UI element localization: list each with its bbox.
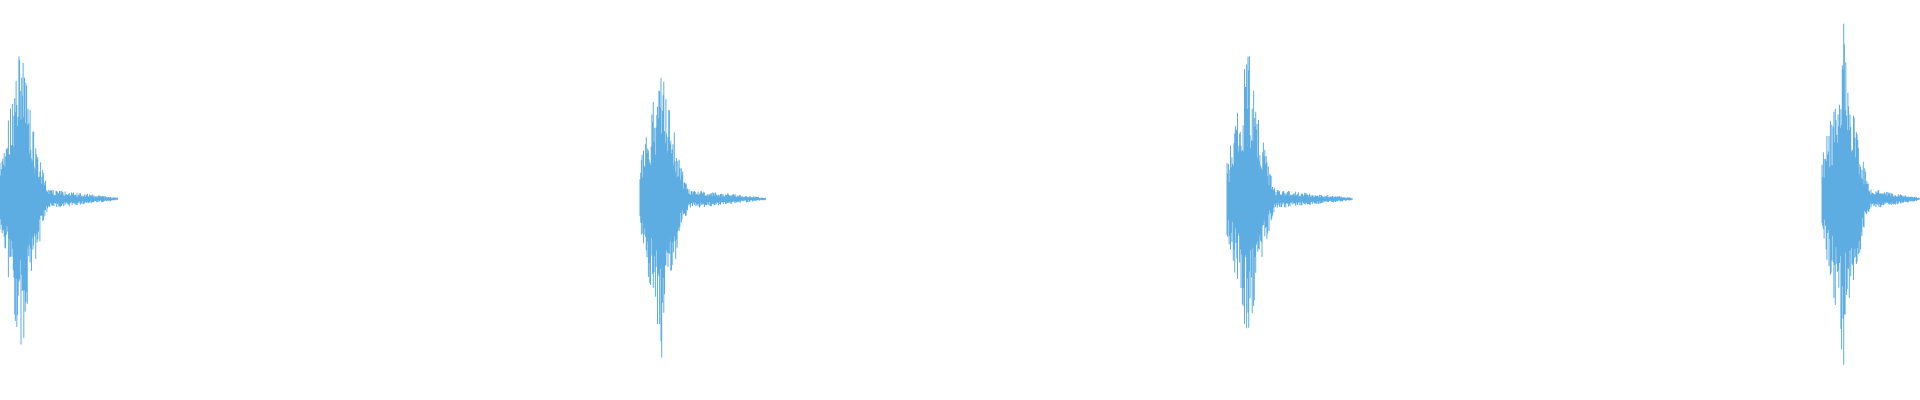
waveform-core: [1826, 144, 1864, 254]
burst-1: [0, 56, 119, 345]
burst-4: [1821, 23, 1920, 365]
waveform-core: [644, 147, 682, 251]
burst-2: [639, 77, 766, 358]
waveform-core: [1231, 147, 1269, 251]
burst-3: [1226, 56, 1353, 329]
waveform-core: [4, 146, 42, 252]
waveform-bursts: [0, 23, 1920, 365]
